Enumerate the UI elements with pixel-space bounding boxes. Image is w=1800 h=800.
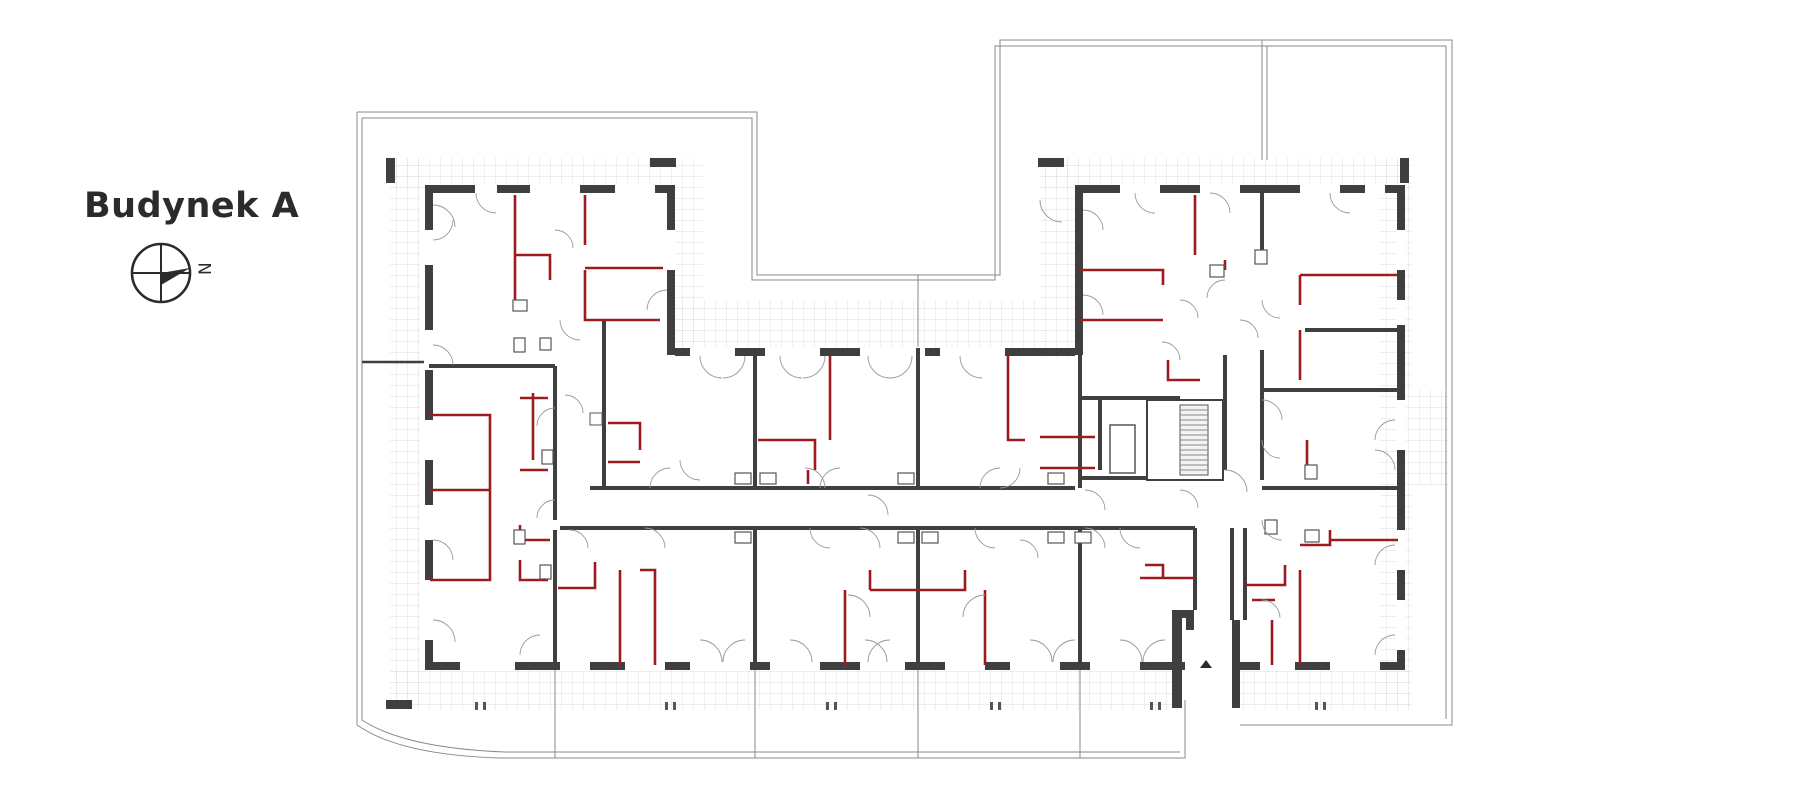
north-arrow-icon: N [130,242,216,304]
interior-walls [429,188,1401,666]
terrace-posts [475,702,1326,710]
bathroom-fixtures [512,249,1320,580]
site-outline [356,39,1453,759]
entrance-marker [1200,660,1212,668]
door-swings [432,192,1396,663]
window-openings [424,184,1406,671]
partition-walls [430,195,1398,665]
exterior-walls [386,158,1409,709]
staircase [1109,399,1224,481]
building-title: Budynek A [84,186,300,226]
north-letter: N [196,262,216,275]
